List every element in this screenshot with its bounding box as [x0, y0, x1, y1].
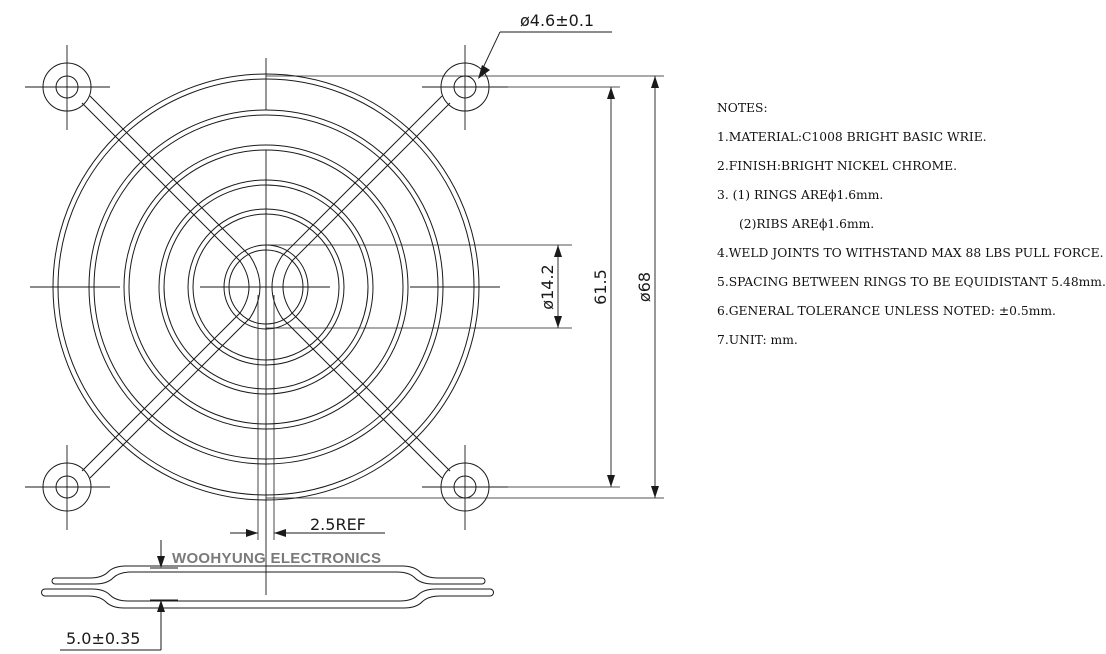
note-item: 1.MATERIAL:C1008 BRIGHT BASIC WRIE. [717, 130, 987, 144]
centerlines [25, 45, 508, 595]
hub-diameter-label: ø14.2 [538, 264, 557, 309]
note-item: 4.WELD JOINTS TO WITHSTAND MAX 88 LBS PU… [717, 246, 1104, 260]
notes-panel: NOTES: 1.MATERIAL:C1008 BRIGHT BASIC WRI… [717, 98, 1106, 359]
notes-title: NOTES: [717, 101, 768, 115]
note-item: 5.SPACING BETWEEN RINGS TO BE EQUIDISTAN… [717, 275, 1106, 289]
overall-diameter-label: ø68 [635, 272, 654, 302]
rib-offset-label: 2.5REF [310, 515, 366, 534]
hole-diameter-label: ø4.6±0.1 [520, 11, 594, 30]
thickness-label: 5.0±0.35 [66, 629, 140, 648]
brand-watermark: WOOHYUNG ELECTRONICS [172, 550, 381, 567]
hole-spacing-label: 61.5 [591, 269, 610, 305]
note-item: 6.GENERAL TOLERANCE UNLESS NOTED: ±0.5mm… [717, 304, 1056, 318]
note-item: (2)RIBS AREϕ1.6mm. [739, 217, 875, 231]
note-item: 7.UNIT: mm. [717, 333, 798, 347]
arrowheads [157, 65, 659, 612]
side-profile-view [41, 540, 494, 651]
note-item: 2.FINISH:BRIGHT NICKEL CHROME. [717, 159, 958, 173]
extension-lines [257, 75, 664, 540]
note-item: 3. (1) RINGS AREϕ1.6mm. [717, 188, 884, 202]
dimension-lines [230, 31, 656, 534]
